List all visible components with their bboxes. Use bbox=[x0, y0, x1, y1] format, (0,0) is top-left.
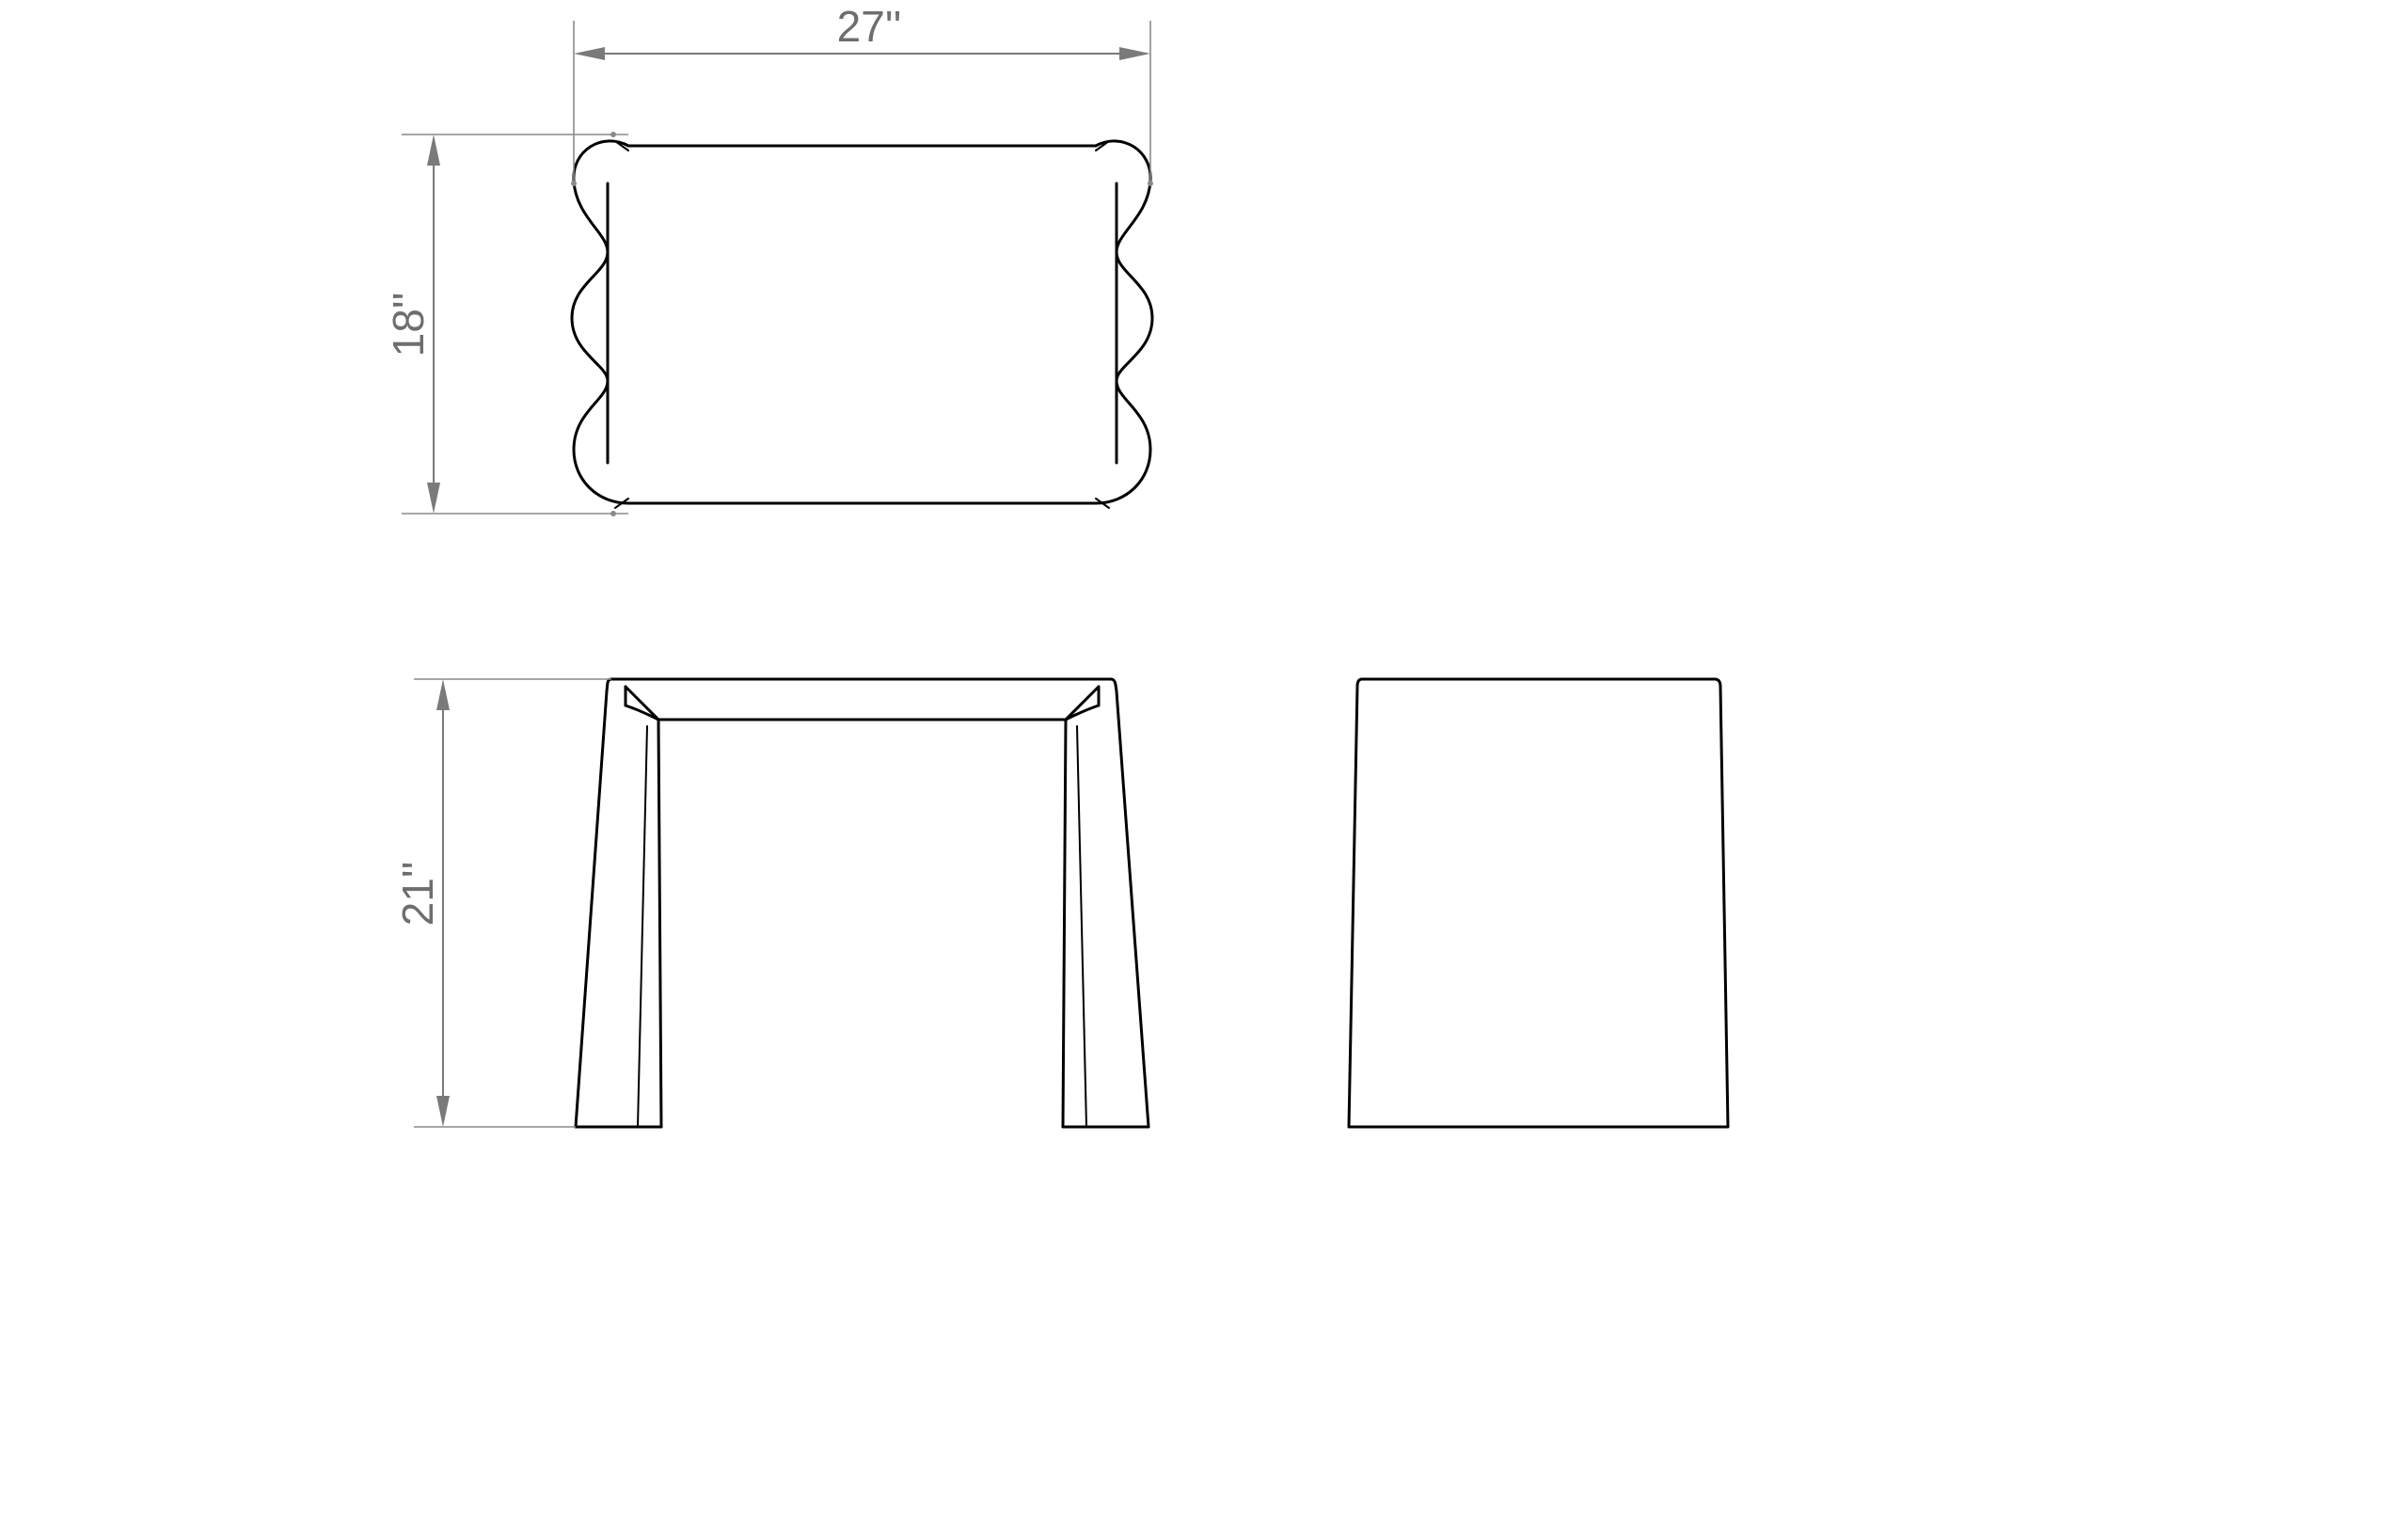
corner-ticks bbox=[614, 140, 1110, 509]
side-view-outline bbox=[1347, 677, 1730, 1129]
height-dimension: 21'' bbox=[393, 678, 611, 1128]
front-view-left-leg bbox=[574, 685, 663, 1129]
depth-dimension-label: 18'' bbox=[384, 293, 433, 357]
front-view-right-leg bbox=[1061, 685, 1150, 1129]
depth-dimension: 18'' bbox=[384, 132, 628, 516]
width-dimension-label: 27'' bbox=[837, 2, 902, 51]
height-dimension-label: 21'' bbox=[393, 862, 442, 927]
top-view: 27'' 18'' bbox=[384, 2, 1154, 516]
width-dimension: 27'' bbox=[571, 2, 1153, 186]
side-view bbox=[1347, 677, 1730, 1129]
front-view: 21'' bbox=[393, 677, 1150, 1129]
right-scallop-edge bbox=[1094, 139, 1154, 505]
top-view-outline bbox=[606, 144, 1118, 505]
left-scallop-edge bbox=[570, 139, 630, 505]
front-view-top-slab bbox=[605, 677, 1118, 721]
